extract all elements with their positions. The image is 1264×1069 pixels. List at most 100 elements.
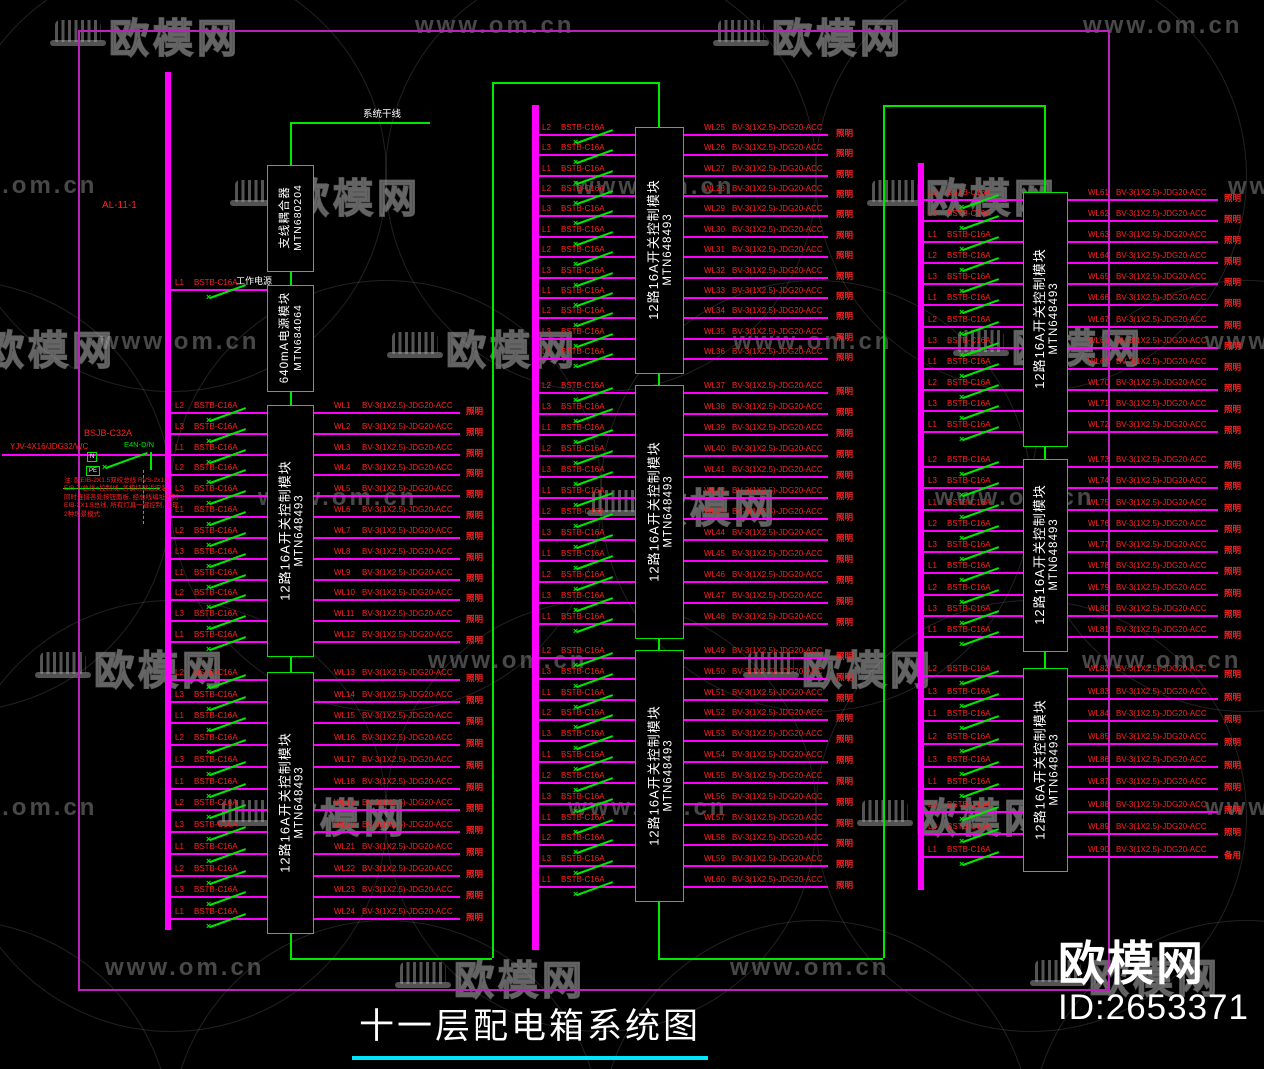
phase-label: L2: [175, 588, 184, 597]
breaker-contact-icon: ×: [573, 521, 579, 531]
breaker-contact-icon: ×: [206, 540, 212, 550]
phase-label: L3: [928, 399, 937, 408]
breaker-contact-icon: ×: [206, 834, 212, 844]
load-label: 照明: [466, 510, 484, 520]
circuit-spec: BV-3(1X2.5)-JDG20-ACC: [732, 327, 823, 336]
phase-label: L3: [542, 204, 551, 213]
circuit-spec: BV-3(1X2.5)-JDG20-ACC: [732, 854, 823, 863]
breaker-input-line: [168, 679, 267, 681]
circuit-id: WL4: [334, 463, 351, 472]
breaker-input-line: [168, 558, 267, 560]
knx-bus-line: [1044, 650, 1046, 668]
phase-label: L1: [542, 347, 551, 356]
circuit-spec: BV-3(1X2.5)-JDG20-ACC: [362, 842, 453, 851]
circuit-spec: BV-3(1X2.5)-JDG20-ACC: [362, 463, 453, 472]
phase-label: L2: [542, 708, 551, 717]
watermark-brand: 欧模网: [801, 648, 934, 694]
phase-label: L2: [542, 507, 551, 516]
breaker-label: BSTB-C16A: [194, 568, 238, 577]
circuit-spec: BV-3(1X2.5)-JDG20-ACC: [362, 864, 453, 873]
circuit-line: [682, 392, 828, 394]
knx-bus-line: [658, 637, 660, 650]
circuit-id: WL27: [704, 164, 725, 173]
breaker-input-line: [168, 918, 267, 920]
actuator-box-title: 12路16A开关控制模块: [1032, 248, 1047, 389]
load-label: 照明: [836, 554, 854, 564]
breaker-contact-icon: ×: [573, 320, 579, 330]
phase-label: L2: [928, 800, 937, 809]
breaker-contact-icon: ×: [573, 542, 579, 552]
load-label: 照明: [1224, 588, 1242, 598]
circuit-spec: BV-3(1X2.5)-JDG20-ACC: [732, 123, 823, 132]
load-label: 照明: [836, 596, 854, 606]
actuator-box-model: MTN648493: [293, 493, 305, 567]
circuit-line: [682, 413, 828, 415]
breaker-label: BSTB-C16A: [194, 777, 238, 786]
breaker-contact-icon: ×: [573, 416, 579, 426]
circuit-line: [682, 761, 828, 763]
breaker-input-line: [168, 641, 267, 643]
circuit-id: WL20: [334, 820, 355, 829]
breaker-input-line: [535, 297, 635, 299]
line-coupler-box-title: 支线耦合器: [278, 186, 291, 249]
knx-bus-line: [492, 82, 658, 84]
circuit-spec: BV-3(1X2.5)-JDG20-ACC: [1116, 399, 1207, 408]
phase-label: L1: [175, 907, 184, 916]
phase-label: L3: [542, 854, 551, 863]
load-label: 照明: [836, 332, 854, 342]
phase-label: L3: [175, 755, 184, 764]
watermark-brand: 欧模网: [771, 16, 904, 62]
breaker-input-line: [535, 761, 635, 763]
phase-label: L1: [928, 420, 937, 429]
circuit-spec: BV-3(1X2.5)-JDG20-ACC: [1116, 498, 1207, 507]
load-label: 照明: [1224, 782, 1242, 792]
circuit-id: WL2: [334, 422, 351, 431]
circuit-id: WL62: [1088, 209, 1109, 218]
circuit-spec: BV-3(1X2.5)-JDG20-ACC: [732, 286, 823, 295]
watermark-brand: 欧模网: [93, 648, 226, 694]
actuator-box-title: 12路16A开关控制模块: [277, 731, 292, 873]
circuit-spec: BV-3(1X2.5)-JDG20-ACC: [362, 443, 453, 452]
circuit-line: [312, 599, 460, 601]
circuit-line: [312, 853, 460, 855]
load-label: 照明: [1224, 503, 1242, 513]
phase-label: L1: [175, 777, 184, 786]
breaker-contact-icon: ×: [206, 704, 212, 714]
phase-label: L3: [928, 755, 937, 764]
load-label: 照明: [836, 533, 854, 543]
circuit-line: [1066, 743, 1218, 745]
circuit-spec: BV-3(1X2.5)-JDG20-ACC: [732, 184, 823, 193]
circuit-id: WL67: [1088, 315, 1109, 324]
circuit-line: [682, 803, 828, 805]
circuit-spec: BV-3(1X2.5)-JDG20-ACC: [732, 306, 823, 315]
circuit-spec: BV-3(1X2.5)-JDG20-ACC: [362, 568, 453, 577]
load-label: 照明: [836, 859, 854, 869]
knx-bus-line: [290, 122, 292, 165]
load-label: 照明: [836, 693, 854, 703]
circuit-id: WL83: [1088, 687, 1109, 696]
circuit-line: [312, 831, 460, 833]
breaker-contact-icon: ×: [959, 791, 965, 801]
circuit-id: WL13: [334, 668, 355, 677]
load-label: 照明: [836, 189, 854, 199]
site-branding: 欧模网 ID:2653371: [1058, 938, 1249, 1025]
breaker-input-line: [921, 811, 1023, 813]
circuit-id: WL32: [704, 266, 725, 275]
breaker-input-line: [921, 856, 1023, 858]
phase-label: L2: [542, 833, 551, 842]
circuit-id: WL89: [1088, 822, 1109, 831]
breaker-label: BSTB-C16A: [947, 357, 991, 366]
phase-label: L2: [542, 381, 551, 390]
circuit-spec: BV-3(1X2.5)-JDG20-ACC: [732, 225, 823, 234]
circuit-spec: BV-3(1X2.5)-JDG20-ACC: [732, 245, 823, 254]
circuit-id: WL46: [704, 570, 725, 579]
circuit-spec: BV-3(1X2.5)-JDG20-ACC: [732, 444, 823, 453]
circuit-spec: BV-3(1X2.5)-JDG20-ACC: [732, 549, 823, 558]
breaker-label: BSTB-C16A: [561, 507, 605, 516]
phase-label: L2: [542, 306, 551, 315]
image-id: ID:2653371: [1058, 987, 1249, 1027]
phase-label: L1: [542, 549, 551, 558]
